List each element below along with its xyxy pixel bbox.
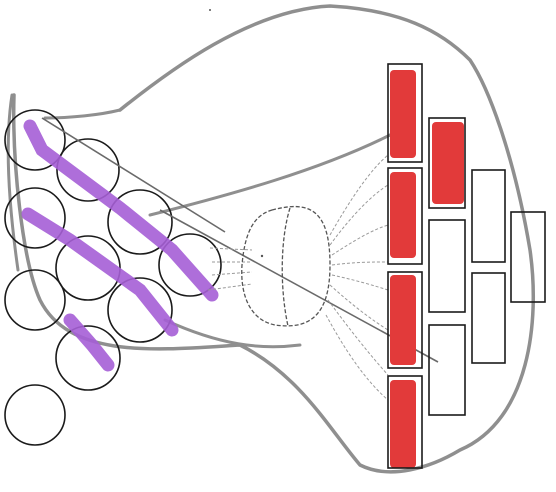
box <box>472 170 505 262</box>
box-column-3 <box>472 170 505 363</box>
red-fill <box>390 172 416 258</box>
box-column-4 <box>511 212 545 302</box>
box-column-2 <box>429 118 465 415</box>
speck <box>209 9 211 11</box>
lens-outline <box>242 207 330 326</box>
ray <box>212 272 252 275</box>
grid-circle <box>5 385 65 445</box>
funnel-lower-curve <box>165 320 300 347</box>
lens <box>242 207 330 326</box>
outer-blob-inner-stroke <box>45 110 120 118</box>
box-column-1 <box>388 64 422 468</box>
lens-center-seam <box>282 208 290 326</box>
box <box>472 273 505 363</box>
ray <box>330 185 388 245</box>
ray <box>326 315 388 400</box>
outer-blob-outline <box>14 6 534 472</box>
ray <box>328 300 388 375</box>
speck <box>261 255 263 257</box>
red-fill <box>390 275 416 365</box>
ray <box>330 155 388 235</box>
box <box>429 325 465 415</box>
red-fill <box>390 380 416 468</box>
grid-circle <box>5 270 65 330</box>
box <box>429 220 465 312</box>
ray <box>332 275 388 290</box>
ray <box>332 262 388 265</box>
funnel-upper-curve <box>150 135 390 215</box>
ray <box>332 225 388 255</box>
red-fill <box>390 70 416 158</box>
red-fill <box>432 122 464 204</box>
box <box>511 212 545 302</box>
lens-rays-right <box>326 155 388 400</box>
